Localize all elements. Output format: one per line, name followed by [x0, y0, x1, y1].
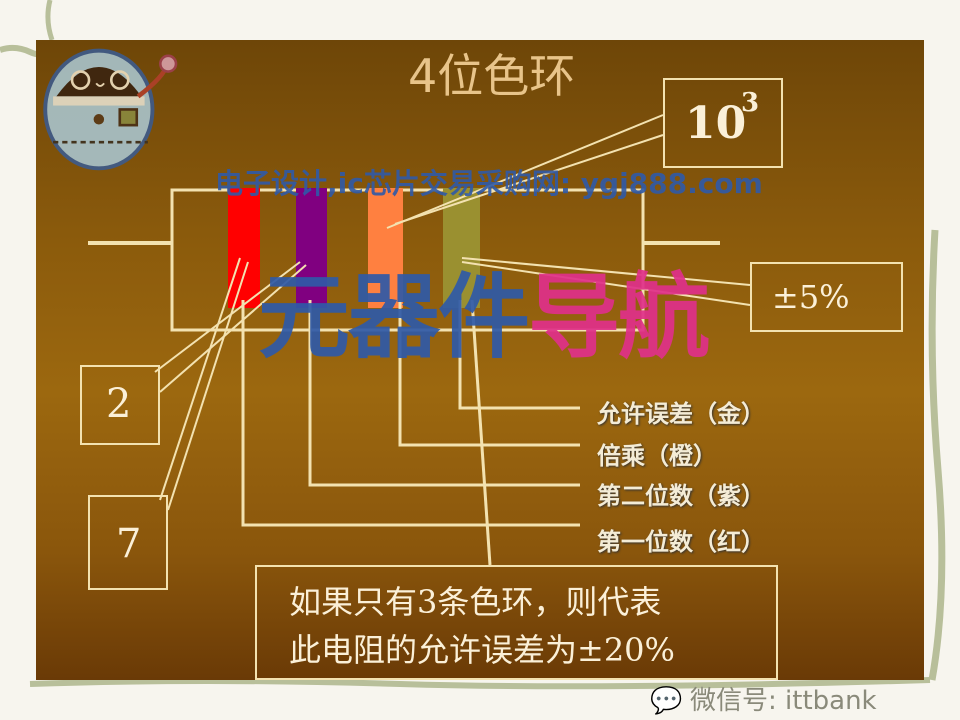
- note-line-2: 此电阻的允许误差为±20%: [289, 631, 675, 669]
- label-first-digit: 第一位数（红）: [597, 527, 765, 556]
- multiplier-box: 10 3: [663, 78, 783, 168]
- watermark-brand-blue: 元器件: [258, 264, 530, 371]
- band-first-digit: [228, 188, 260, 308]
- watermark-brand: 元器件导航: [258, 268, 710, 368]
- first-digit-box: 7: [88, 495, 168, 590]
- watermark-brand-pink: 导航: [528, 264, 710, 371]
- tolerance-box: ±5%: [750, 262, 903, 332]
- wechat-watermark: 💬 微信号: ittbank: [650, 686, 877, 716]
- band-tolerance: [443, 188, 480, 308]
- first-digit-value: 7: [116, 521, 142, 567]
- leader-lines: [154, 114, 751, 511]
- multiplier-base: 10: [685, 98, 747, 149]
- note-line-1: 如果只有3条色环，则代表: [289, 583, 662, 621]
- slide-title: 4位色环: [408, 49, 576, 103]
- label-multiplier: 倍乘（橙）: [597, 441, 717, 470]
- band-second-digit: [296, 188, 327, 308]
- label-second-digit: 第二位数（紫）: [597, 481, 765, 510]
- second-digit-box: 2: [80, 365, 160, 445]
- wechat-id: 微信号: ittbank: [690, 686, 877, 716]
- note-box: 如果只有3条色环，则代表 此电阻的允许误差为±20%: [255, 565, 778, 680]
- mascot-robot-icon: [43, 48, 178, 171]
- tolerance-value: ±5%: [772, 278, 850, 316]
- watermark-tagline: 电子设计,ic芯片交易采购网: ygj888.com: [215, 167, 763, 200]
- resistor-body: [170, 188, 645, 332]
- wechat-icon: 💬: [650, 686, 683, 716]
- multiplier-exponent: 3: [741, 88, 760, 118]
- second-digit-value: 2: [106, 381, 132, 427]
- band-multiplier: [368, 188, 403, 308]
- bracket-lines: [241, 299, 580, 566]
- label-tolerance: 允许误差（金）: [597, 399, 765, 428]
